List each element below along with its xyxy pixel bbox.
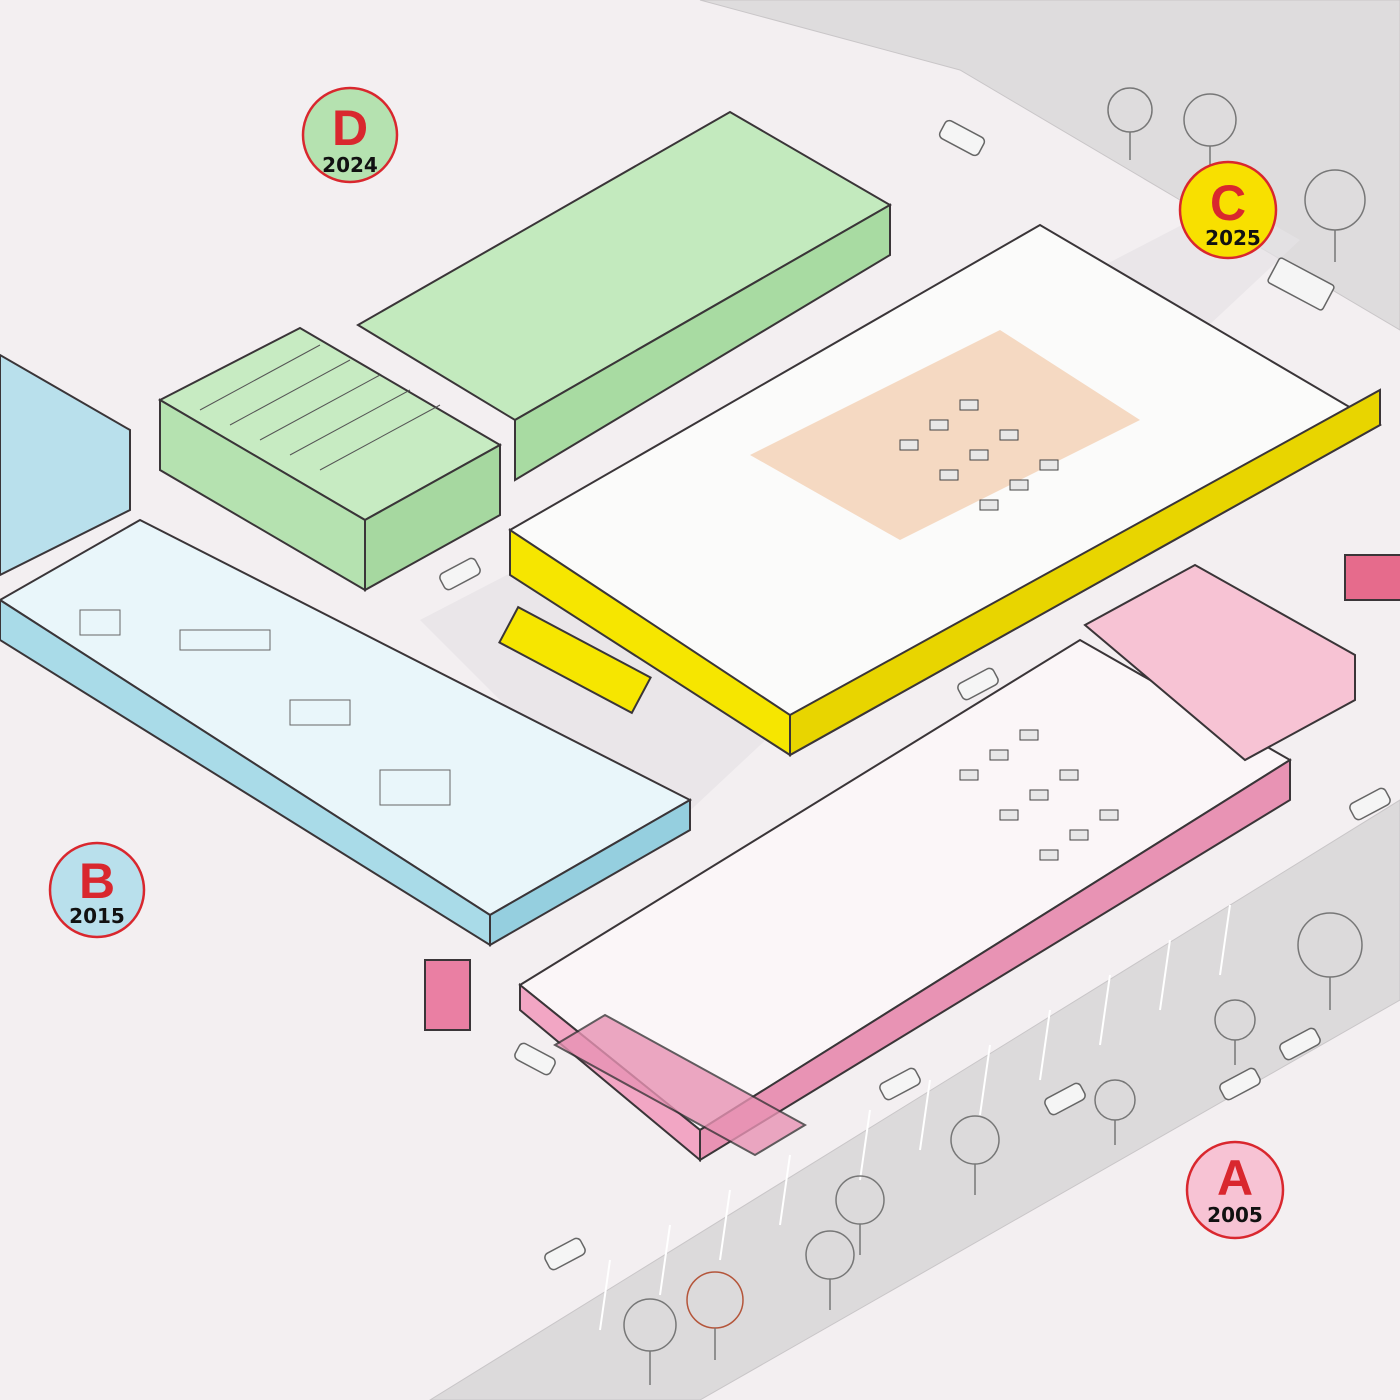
- badge-a: A 2005: [1185, 1140, 1285, 1240]
- badge-circle: [1185, 1140, 1285, 1240]
- tree-icon: [1107, 87, 1153, 160]
- badge-year: 2015: [69, 904, 125, 928]
- badge-year: 2025: [1205, 226, 1261, 250]
- tree-icon: [686, 1271, 744, 1360]
- trees: [623, 87, 1366, 1385]
- car-icon: [957, 667, 999, 701]
- vehicles: [439, 119, 1391, 1271]
- workstations-a: [959, 729, 1119, 861]
- badge-b: B 2015: [48, 841, 146, 939]
- car-icon: [1044, 1082, 1086, 1116]
- tree-icon: [1304, 169, 1366, 262]
- building-a: [424, 554, 1400, 1163]
- workstations-c: [899, 399, 1059, 511]
- building-c: [498, 223, 1383, 757]
- badge-year: 2024: [322, 153, 378, 177]
- tree-icon: [623, 1298, 677, 1385]
- car-icon: [544, 1237, 586, 1271]
- building-b: [0, 353, 693, 947]
- car-icon: [1349, 787, 1391, 821]
- tree-icon: [805, 1230, 855, 1310]
- badge-letter: C: [1210, 175, 1246, 231]
- tree-icon: [950, 1115, 1000, 1195]
- car-icon: [1279, 1027, 1321, 1061]
- badge-circle: [1178, 160, 1278, 260]
- annex-c: [498, 605, 652, 715]
- badge-c: C 2025: [1178, 160, 1278, 260]
- pink-shed: [1344, 554, 1400, 601]
- car-icon: [1219, 1067, 1261, 1101]
- tree-icon: [835, 1175, 885, 1255]
- tree-icon: [1297, 912, 1363, 1010]
- truck-icon: [1267, 257, 1335, 311]
- car-icon: [938, 119, 986, 157]
- car-icon: [514, 1042, 556, 1076]
- badge-letter: A: [1217, 1150, 1253, 1206]
- shelving-d: [199, 344, 441, 471]
- tree-icon: [1094, 1079, 1136, 1145]
- badge-circle: [48, 841, 146, 939]
- car-icon: [879, 1067, 921, 1101]
- badge-year: 2005: [1207, 1203, 1263, 1227]
- equipment-b: [79, 609, 451, 806]
- parking-stripes: [599, 904, 1231, 1331]
- pink-tank: [424, 959, 471, 1031]
- badge-letter: B: [79, 853, 115, 909]
- car-icon: [439, 557, 481, 591]
- building-d: [157, 110, 893, 592]
- road-lower: [429, 799, 1400, 1400]
- badge-circle: [301, 86, 399, 184]
- badge-d: D 2024: [301, 86, 399, 184]
- tree-icon: [1214, 999, 1256, 1065]
- badge-letter: D: [332, 100, 368, 156]
